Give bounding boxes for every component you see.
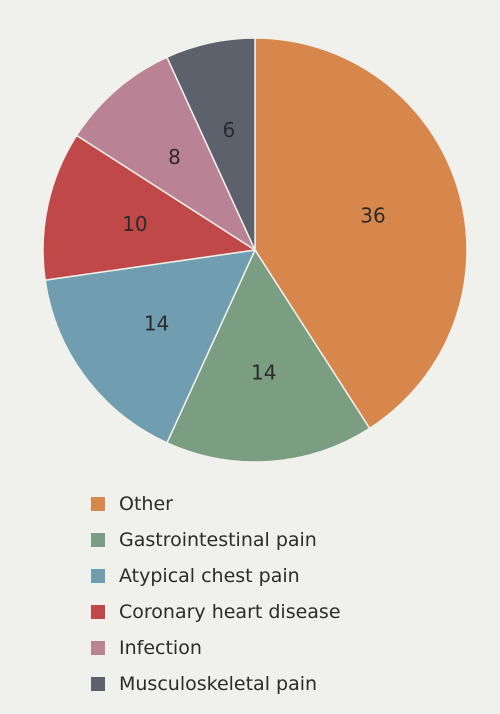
slice-value-label-gastrointestinal-pain: 14 bbox=[251, 361, 276, 385]
slice-value-label-musculoskeletal-pain: 6 bbox=[222, 118, 235, 142]
legend-label: Infection bbox=[119, 637, 202, 659]
legend-label: Atypical chest pain bbox=[119, 565, 300, 587]
pie-plot: 36 14 14 10 8 6 bbox=[42, 37, 468, 463]
legend-item-atypical-chest-pain: Atypical chest pain bbox=[91, 558, 341, 594]
legend-item-gastrointestinal-pain: Gastrointestinal pain bbox=[91, 522, 341, 558]
legend-swatch bbox=[91, 605, 105, 619]
legend-label: Coronary heart disease bbox=[119, 601, 341, 623]
legend-item-musculoskeletal-pain: Musculoskeletal pain bbox=[91, 666, 341, 702]
slice-value-label-atypical-chest-pain: 14 bbox=[144, 312, 169, 336]
pie-slice-musculoskeletal-pain bbox=[165, 37, 256, 251]
slice-value-label-infection: 8 bbox=[168, 145, 181, 169]
pie-slice-atypical-chest-pain bbox=[44, 249, 257, 444]
legend-label: Gastrointestinal pain bbox=[119, 529, 317, 551]
legend-swatch bbox=[91, 677, 105, 691]
legend-swatch bbox=[91, 641, 105, 655]
legend-item-other: Other bbox=[91, 486, 341, 522]
legend-swatch bbox=[91, 569, 105, 583]
pie-slice-coronary-heart-disease bbox=[42, 134, 258, 282]
legend-item-infection: Infection bbox=[91, 630, 341, 666]
legend-label: Other bbox=[119, 493, 173, 515]
slice-value-label-other: 36 bbox=[360, 203, 385, 227]
pie-slice-other bbox=[254, 37, 468, 430]
legend-label: Musculoskeletal pain bbox=[119, 673, 318, 695]
legend-swatch bbox=[91, 497, 105, 511]
pie-slice-infection bbox=[75, 56, 257, 253]
slice-value-label-coronary-heart-disease: 10 bbox=[122, 212, 147, 236]
legend-swatch bbox=[91, 533, 105, 547]
legend-item-coronary-heart-disease: Coronary heart disease bbox=[91, 594, 341, 630]
pie-slice-gastrointestinal-pain bbox=[165, 248, 371, 463]
